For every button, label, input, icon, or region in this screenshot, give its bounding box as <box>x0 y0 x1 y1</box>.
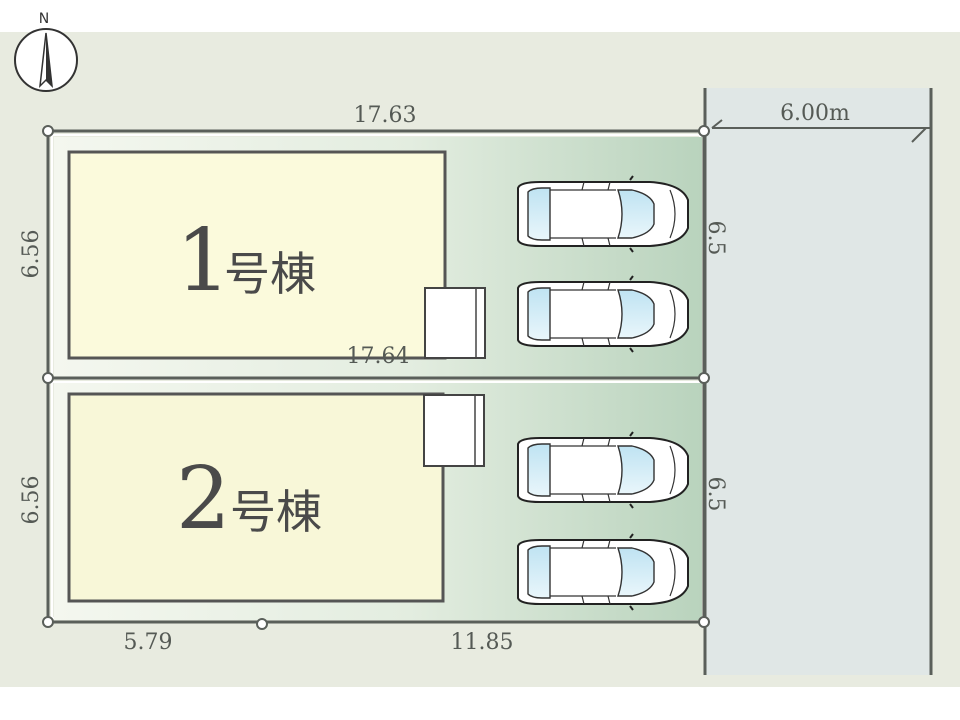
dim-right-lot1: 6.5 <box>703 221 728 256</box>
survey-point <box>698 125 710 137</box>
road <box>705 88 931 675</box>
survey-point <box>698 616 710 628</box>
lot-1-number: 1 <box>176 211 231 311</box>
parking-2b-car-icon <box>517 533 689 611</box>
dim-bottom-right: 11.85 <box>451 630 514 655</box>
parking-1b-car-icon <box>517 275 689 353</box>
porch-2 <box>423 394 485 467</box>
dim-bottom-left: 5.79 <box>124 630 173 655</box>
road-width-dimension-line <box>711 119 930 143</box>
dim-right-lot2: 6.5 <box>703 477 728 512</box>
survey-point <box>42 616 54 628</box>
survey-point <box>256 618 268 630</box>
survey-points <box>42 125 710 630</box>
dim-top: 17.63 <box>354 103 417 128</box>
survey-point <box>42 372 54 384</box>
parking-1a-car-icon <box>517 175 689 253</box>
dim-middle: 17.64 <box>347 344 410 369</box>
road-width-label: 6.00m <box>780 101 850 126</box>
dim-left-lot2: 6.56 <box>19 476 44 525</box>
parking-2a-car-icon <box>517 431 689 509</box>
north-arrow-fill-icon <box>46 33 52 86</box>
compass: N <box>14 11 78 92</box>
building-2 <box>67 392 445 603</box>
survey-point <box>42 125 54 137</box>
building-1 <box>67 150 447 360</box>
dim-left-lot1: 6.56 <box>19 230 44 279</box>
porch-1 <box>424 287 486 359</box>
lot-1-label: 号棟 <box>224 247 316 301</box>
lot-2-label: 号棟 <box>230 485 322 539</box>
compass-north-label: N <box>39 11 49 27</box>
lot-2-number: 2 <box>176 449 231 549</box>
top-white-strip <box>92 0 960 32</box>
survey-point <box>698 372 710 384</box>
